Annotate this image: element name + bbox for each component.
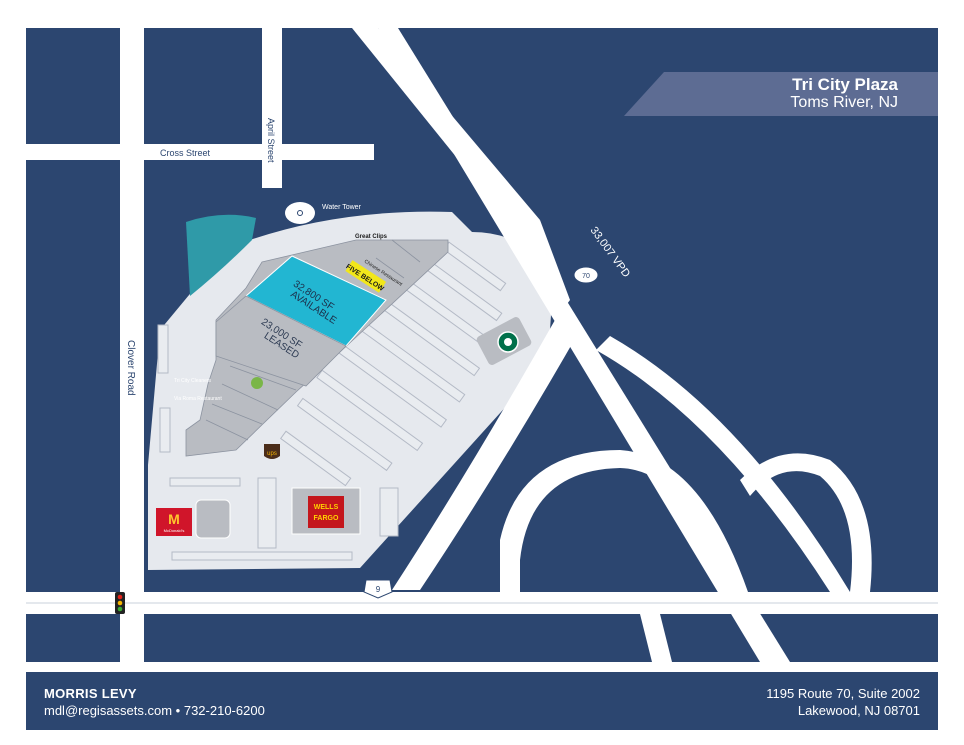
route-70-ramp (392, 320, 580, 590)
clover-road-label: Clover Road (125, 340, 136, 396)
mcdonalds-building (195, 499, 231, 539)
property-title: Tri City Plaza (792, 75, 898, 94)
clover-road (120, 28, 144, 662)
great-clips-label: Great Clips (355, 234, 388, 240)
pond (186, 214, 256, 296)
plant-icon (251, 377, 263, 389)
route-9-label: 9 (376, 585, 381, 594)
cross-street (26, 144, 374, 160)
unit-dividers (205, 239, 421, 441)
tri-city-cleaners-label: Tri City Cleaners (174, 378, 212, 384)
ups-logo: ups (264, 444, 280, 459)
ramp-east (596, 336, 850, 592)
route-70-label: 70 (582, 273, 590, 280)
april-street-label: April Street (266, 118, 276, 163)
mcdonalds-logo: M McDonald's (156, 508, 192, 536)
leased-unit (215, 295, 347, 387)
ups-label: ups (267, 451, 277, 457)
cross-street-label: Cross Street (160, 148, 211, 158)
water-tower-label: Water Tower (322, 204, 362, 211)
roads (26, 28, 938, 662)
via-roma-label: Via Roma Restaurant (174, 396, 222, 402)
route-70-shield: 70 (573, 266, 599, 284)
traffic-light-icon (115, 592, 125, 614)
address-line-2: Lakewood, NJ 08701 (797, 703, 920, 718)
title-banner: Tri City Plaza Toms River, NJ (624, 72, 938, 116)
wells-fargo-logo: WELLS FARGO (308, 496, 344, 528)
route-9-shield: 9 (363, 579, 393, 599)
route-70-lane (510, 220, 570, 320)
cloverleaf-east (740, 453, 872, 592)
water-tower-icon (285, 202, 315, 224)
svg-text:M: M (168, 511, 180, 527)
address-line-1: 1195 Route 70, Suite 2002 (766, 686, 920, 701)
property-location: Toms River, NJ (790, 94, 898, 111)
contact-details: mdl@regisassets.com • 732-210-6200 (44, 703, 265, 718)
cloverleaf-west (500, 450, 748, 592)
mcdonalds-label: McDonald's (164, 528, 185, 533)
contact-name: MORRIS LEVY (44, 686, 137, 701)
ramp-south (640, 614, 672, 662)
contact-footer: MORRIS LEVY mdl@regisassets.com • 732-21… (26, 672, 938, 730)
wells-fargo-line2: FARGO (314, 515, 339, 522)
wells-fargo-line1: WELLS (314, 504, 339, 511)
april-street (262, 28, 282, 188)
banner-shape (624, 72, 938, 116)
